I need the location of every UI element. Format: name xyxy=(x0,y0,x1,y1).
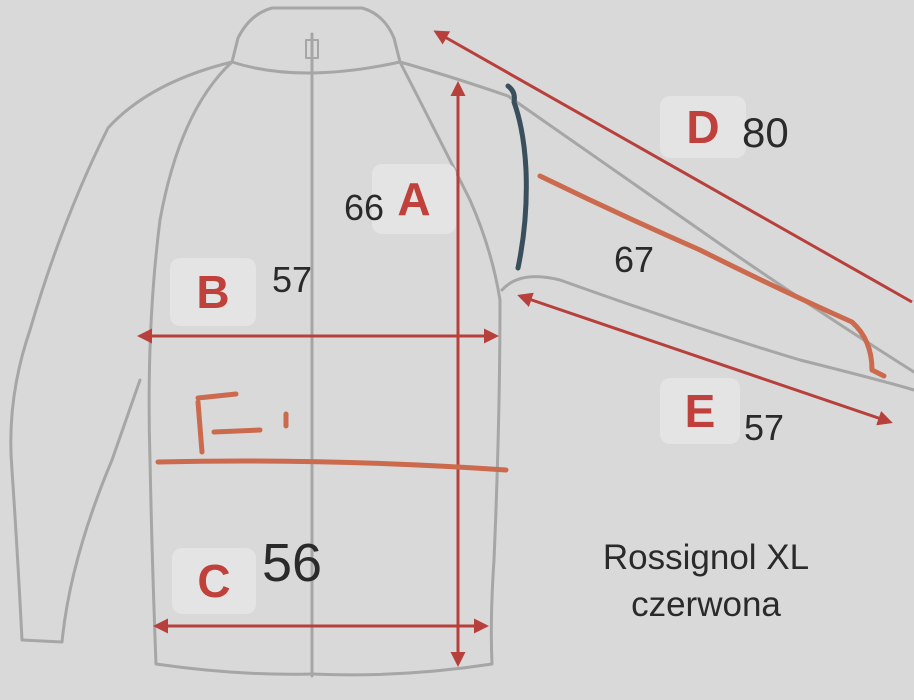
value-a: 66 xyxy=(344,187,385,228)
collar-top xyxy=(236,6,396,40)
hem-mark xyxy=(155,458,509,473)
zipper-pull xyxy=(305,39,319,59)
caption-line-1: Rossignol XL xyxy=(602,538,810,577)
measurement-arrows xyxy=(137,30,913,667)
arrow-e xyxy=(517,292,893,426)
sleeve-mark xyxy=(537,173,887,379)
shoulder-mark xyxy=(505,83,529,271)
label-c: C xyxy=(172,548,256,614)
caption-line-2: czerwona xyxy=(631,585,781,625)
value-e: 57 xyxy=(744,407,785,448)
value-c: 56 xyxy=(262,533,323,593)
scribble-mark xyxy=(195,391,289,455)
label-b: B xyxy=(170,258,256,326)
left-body xyxy=(147,60,314,676)
value-d-alt: 67 xyxy=(614,239,655,280)
right-body xyxy=(310,60,502,677)
arrow-d xyxy=(433,30,913,304)
collar-band xyxy=(230,36,402,75)
product-caption: Rossignol XL czerwona xyxy=(576,534,836,629)
label-d: D xyxy=(660,96,746,158)
label-e: E xyxy=(660,378,740,444)
value-d: 80 xyxy=(742,109,789,156)
left-sleeve xyxy=(9,60,234,644)
handwritten-marks xyxy=(155,83,887,473)
label-a: A xyxy=(372,164,456,234)
value-b: 57 xyxy=(272,259,313,300)
